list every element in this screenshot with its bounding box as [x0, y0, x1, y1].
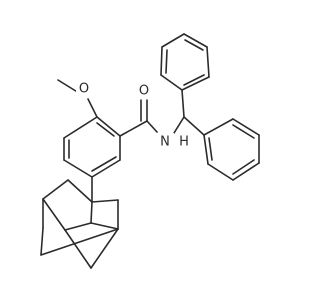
bond: [57, 79, 80, 94]
bond: [119, 120, 148, 137]
atom-label-amide-hydrogen: H: [179, 135, 189, 150]
bond: [232, 124, 255, 139]
bond: [63, 116, 98, 139]
bond: [207, 163, 234, 181]
bond: [64, 222, 92, 231]
bond: [96, 116, 121, 137]
bond: [42, 179, 69, 200]
bond: [232, 118, 260, 136]
bond: [203, 134, 209, 165]
bond: [146, 120, 158, 133]
bond: [91, 199, 119, 203]
bond: [90, 201, 93, 224]
bond-lines: [40, 33, 260, 269]
bond: [160, 46, 163, 76]
atom-label-methoxy-oxygen: O: [79, 82, 89, 97]
bond: [183, 74, 205, 86]
atom-label-amide-nitrogen: N: [160, 135, 170, 150]
bond: [160, 74, 183, 91]
bond: [91, 156, 117, 172]
bond: [67, 179, 93, 203]
bond: [208, 137, 213, 161]
bond: [161, 33, 185, 48]
bond: [91, 159, 121, 178]
bond: [40, 227, 44, 256]
bond: [173, 116, 185, 134]
bond: [232, 159, 255, 175]
bond: [63, 159, 93, 178]
atom-labels: O O N H: [76, 80, 191, 150]
bond: [232, 162, 260, 181]
bond: [165, 49, 168, 74]
molecule-diagram: O O N H: [40, 33, 260, 269]
bond: [96, 122, 115, 137]
bond: [183, 116, 205, 136]
bond: [184, 39, 204, 51]
bond: [203, 118, 234, 136]
bond: [181, 76, 210, 91]
bond: [183, 33, 208, 48]
atom-label-carbonyl-oxygen: O: [139, 84, 149, 99]
bond: [181, 89, 185, 118]
bond: [90, 228, 119, 269]
bond: [40, 228, 119, 256]
bond: [87, 98, 98, 118]
bond: [206, 46, 210, 78]
bond: [90, 222, 119, 230]
bond: [64, 229, 92, 269]
bond: [42, 198, 66, 231]
